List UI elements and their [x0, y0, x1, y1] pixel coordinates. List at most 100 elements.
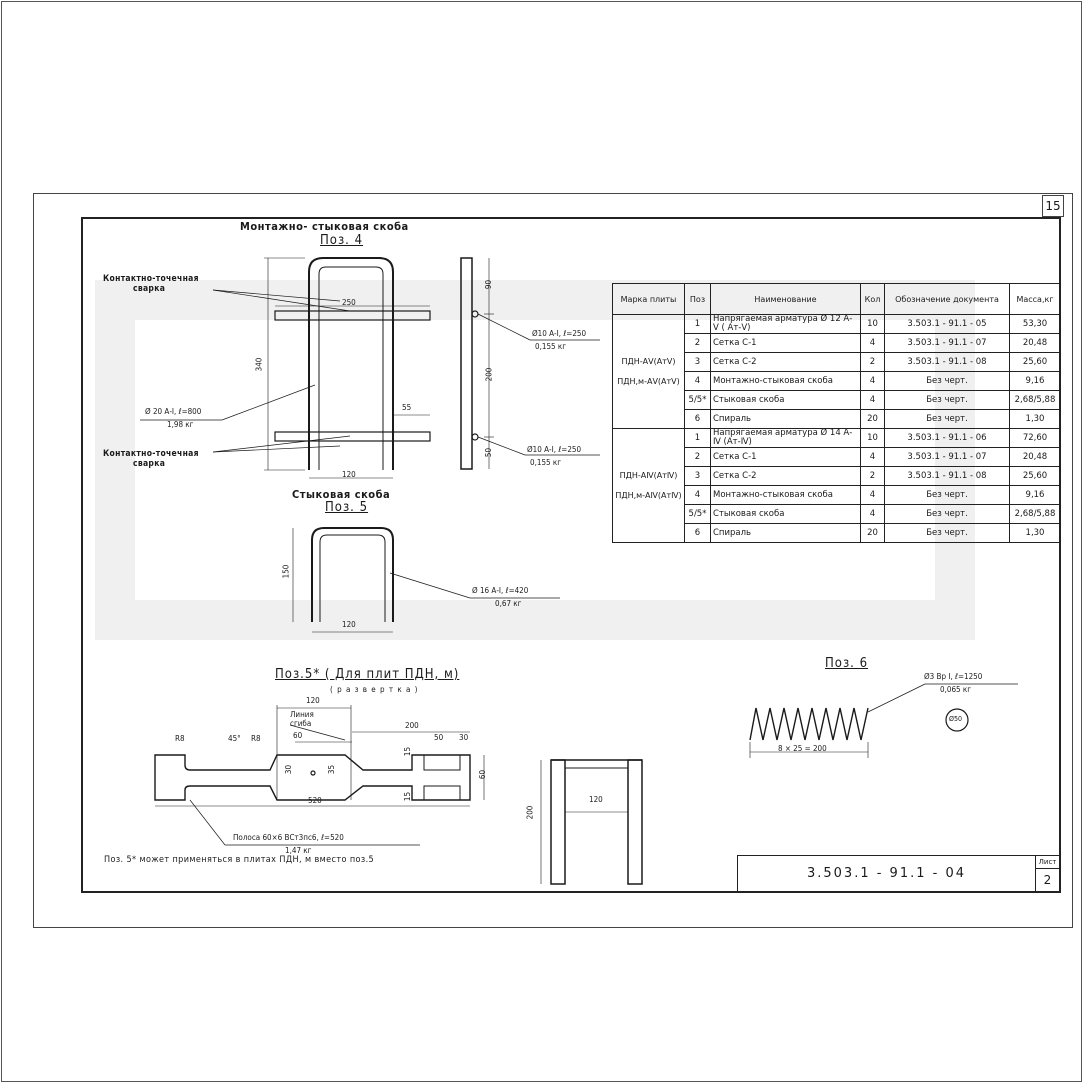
dim-200b: 200 [405, 721, 419, 730]
cell-pos: 5/5* [684, 504, 711, 524]
pos5s-subtitle: ( р а з в е р т к а ) [330, 685, 419, 694]
col-header-doc: Обозначение документа [884, 283, 1010, 315]
cell-pos: 6 [684, 523, 711, 543]
cell-doc: Без черт. [884, 504, 1010, 524]
col-header-pos: Поз [684, 283, 711, 315]
group-mark-2: ПДН,м-АⅤ(АтⅤ) [617, 376, 680, 386]
cell-name: Сетка С-2 [710, 352, 861, 372]
cell-qty: 4 [860, 333, 885, 353]
cell-mass: 9,16 [1009, 371, 1061, 391]
drawing-frame [81, 217, 1061, 893]
weld-label-bottom-b: сварка [133, 459, 166, 469]
sheet-label: Лист [1036, 856, 1059, 869]
specification-table: Марка плиты Поз Наименование Кол Обознач… [612, 283, 1061, 543]
cell-qty: 10 [860, 314, 885, 334]
pos5-drawing [292, 527, 560, 633]
cell-qty: 20 [860, 523, 885, 543]
dim-r8a: R8 [175, 734, 185, 743]
dim-15b: 15 [403, 791, 413, 802]
dim-55: 55 [402, 403, 412, 412]
table-header-row: Марка плиты Поз Наименование Кол Обознач… [612, 283, 1061, 315]
cell-pos: 6 [684, 409, 711, 429]
dim-120b: 120 [342, 620, 356, 629]
sheet-value: 2 [1043, 873, 1052, 887]
weld-label-top-b: сварка [133, 284, 166, 294]
cell-mass: 25,60 [1009, 466, 1061, 486]
cell-pos: 1 [684, 314, 711, 334]
cell-doc: 3.503.1 - 91.1 - 07 [884, 333, 1010, 353]
dim-200: 200 [484, 367, 494, 382]
cell-name: Спираль [710, 523, 861, 543]
strip-label: Полоса 60×6 ВСт3пс6, ℓ=520 [233, 833, 344, 842]
cell-name: Монтажно-стыковая скоба [710, 485, 861, 505]
cell-pos: 3 [684, 352, 711, 372]
cell-qty: 2 [860, 352, 885, 372]
col-header-name: Наименование [710, 283, 861, 315]
bar10b-weight: 0,155 кг [530, 458, 562, 467]
spiral-dim: 8 × 25 = 200 [778, 744, 827, 753]
group-mark: ПДН-АⅤ(АтⅤ) ПДН,м-АⅤ(АтⅤ) [612, 314, 685, 429]
cell-pos: 3 [684, 466, 711, 486]
col-header-qty: Кол [860, 283, 885, 315]
cell-name: Сетка С-1 [710, 447, 861, 467]
cell-qty: 4 [860, 447, 885, 467]
cell-doc: Без черт. [884, 390, 1010, 410]
group-mark-1: ПДН-АⅣ(АтⅣ) [619, 470, 678, 480]
dim-r8b: R8 [251, 734, 261, 743]
col-header-mark: Марка плиты [612, 283, 685, 315]
bar10a-label: Ø10 А-I, ℓ=250 [532, 329, 587, 338]
dim-150: 150 [281, 564, 291, 579]
cell-name: Спираль [710, 409, 861, 429]
pos4-side-view [460, 257, 600, 470]
cell-mass: 53,30 [1009, 314, 1061, 334]
dim-35: 35 [327, 764, 337, 775]
bend-line-label: Линия сгиба [290, 710, 314, 728]
cell-name: Напрягаемая арматура Ø 14 А-Ⅳ (Ат-Ⅳ) [710, 428, 861, 448]
dim-120a: 120 [342, 470, 356, 479]
table-row: ПДН-АⅣ(АтⅣ) ПДН,м-АⅣ(АтⅣ) 1 Напрягаемая … [612, 428, 1061, 543]
dim-90: 90 [484, 279, 494, 290]
spiral-weight: 0,065 кг [940, 685, 972, 694]
cell-mass: 1,30 [1009, 409, 1061, 429]
cell-doc: 3.503.1 - 91.1 - 08 [884, 466, 1010, 486]
dim-45: 45° [228, 734, 241, 743]
bar16-label: Ø 16 А-I, ℓ=420 [472, 586, 529, 595]
table-row: 4 Монтажно-стыковая скоба 4 Без черт. 9,… [613, 371, 1061, 391]
cell-pos: 4 [684, 371, 711, 391]
cell-doc: 3.503.1 - 91.1 - 08 [884, 352, 1010, 372]
bar10b-label: Ø10 А-I, ℓ=250 [527, 445, 582, 454]
pos5-title: Стыковая скоба [292, 488, 391, 501]
title-block: 3.503.1 - 91.1 - 04 Лист 2 [737, 855, 1059, 892]
pos4-drawing [140, 257, 431, 479]
col-header-mass: Масса,кг [1009, 283, 1061, 315]
cell-name: Сетка С-2 [710, 466, 861, 486]
dim-30b: 30 [459, 733, 469, 742]
dim-120d: 120 [589, 795, 603, 804]
cell-name: Сетка С-1 [710, 333, 861, 353]
cell-qty: 4 [860, 504, 885, 524]
strip-weight: 1,47 кг [285, 846, 312, 855]
cell-mass: 1,30 [1009, 523, 1061, 543]
cell-mass: 2,68/5,88 [1009, 390, 1061, 410]
dim-120c: 120 [306, 696, 320, 705]
bar10a-weight: 0,155 кг [535, 342, 567, 351]
cell-doc: Без черт. [884, 523, 1010, 543]
cell-qty: 4 [860, 390, 885, 410]
dim-50: 50 [484, 447, 494, 458]
cell-qty: 10 [860, 428, 885, 448]
group-mark: ПДН-АⅣ(АтⅣ) ПДН,м-АⅣ(АтⅣ) [612, 428, 685, 543]
pos5s-label: Поз.5* ( Для плит ПДН, м) [275, 667, 460, 682]
group-mark-1: ПДН-АⅤ(АтⅤ) [621, 356, 676, 366]
cell-name: Напрягаемая арматура Ø 12 А-Ⅴ ( Ат-Ⅴ) [710, 314, 861, 334]
drawing-sheet [33, 193, 1073, 928]
cell-qty: 4 [860, 371, 885, 391]
sheet-number: 15 [1042, 195, 1064, 217]
table-row: 6 Спираль 20 Без черт. 1,30 [613, 409, 1061, 429]
bar20-label: Ø 20 А-I, ℓ=800 [145, 407, 202, 416]
group-mark-2: ПДН,м-АⅣ(АтⅣ) [615, 490, 682, 500]
dim-50b: 50 [434, 733, 444, 742]
pos4-label: Поз. 4 [320, 233, 364, 248]
cell-doc: Без черт. [884, 485, 1010, 505]
table-row: 6 Спираль 20 Без черт. 1,30 [613, 523, 1061, 543]
